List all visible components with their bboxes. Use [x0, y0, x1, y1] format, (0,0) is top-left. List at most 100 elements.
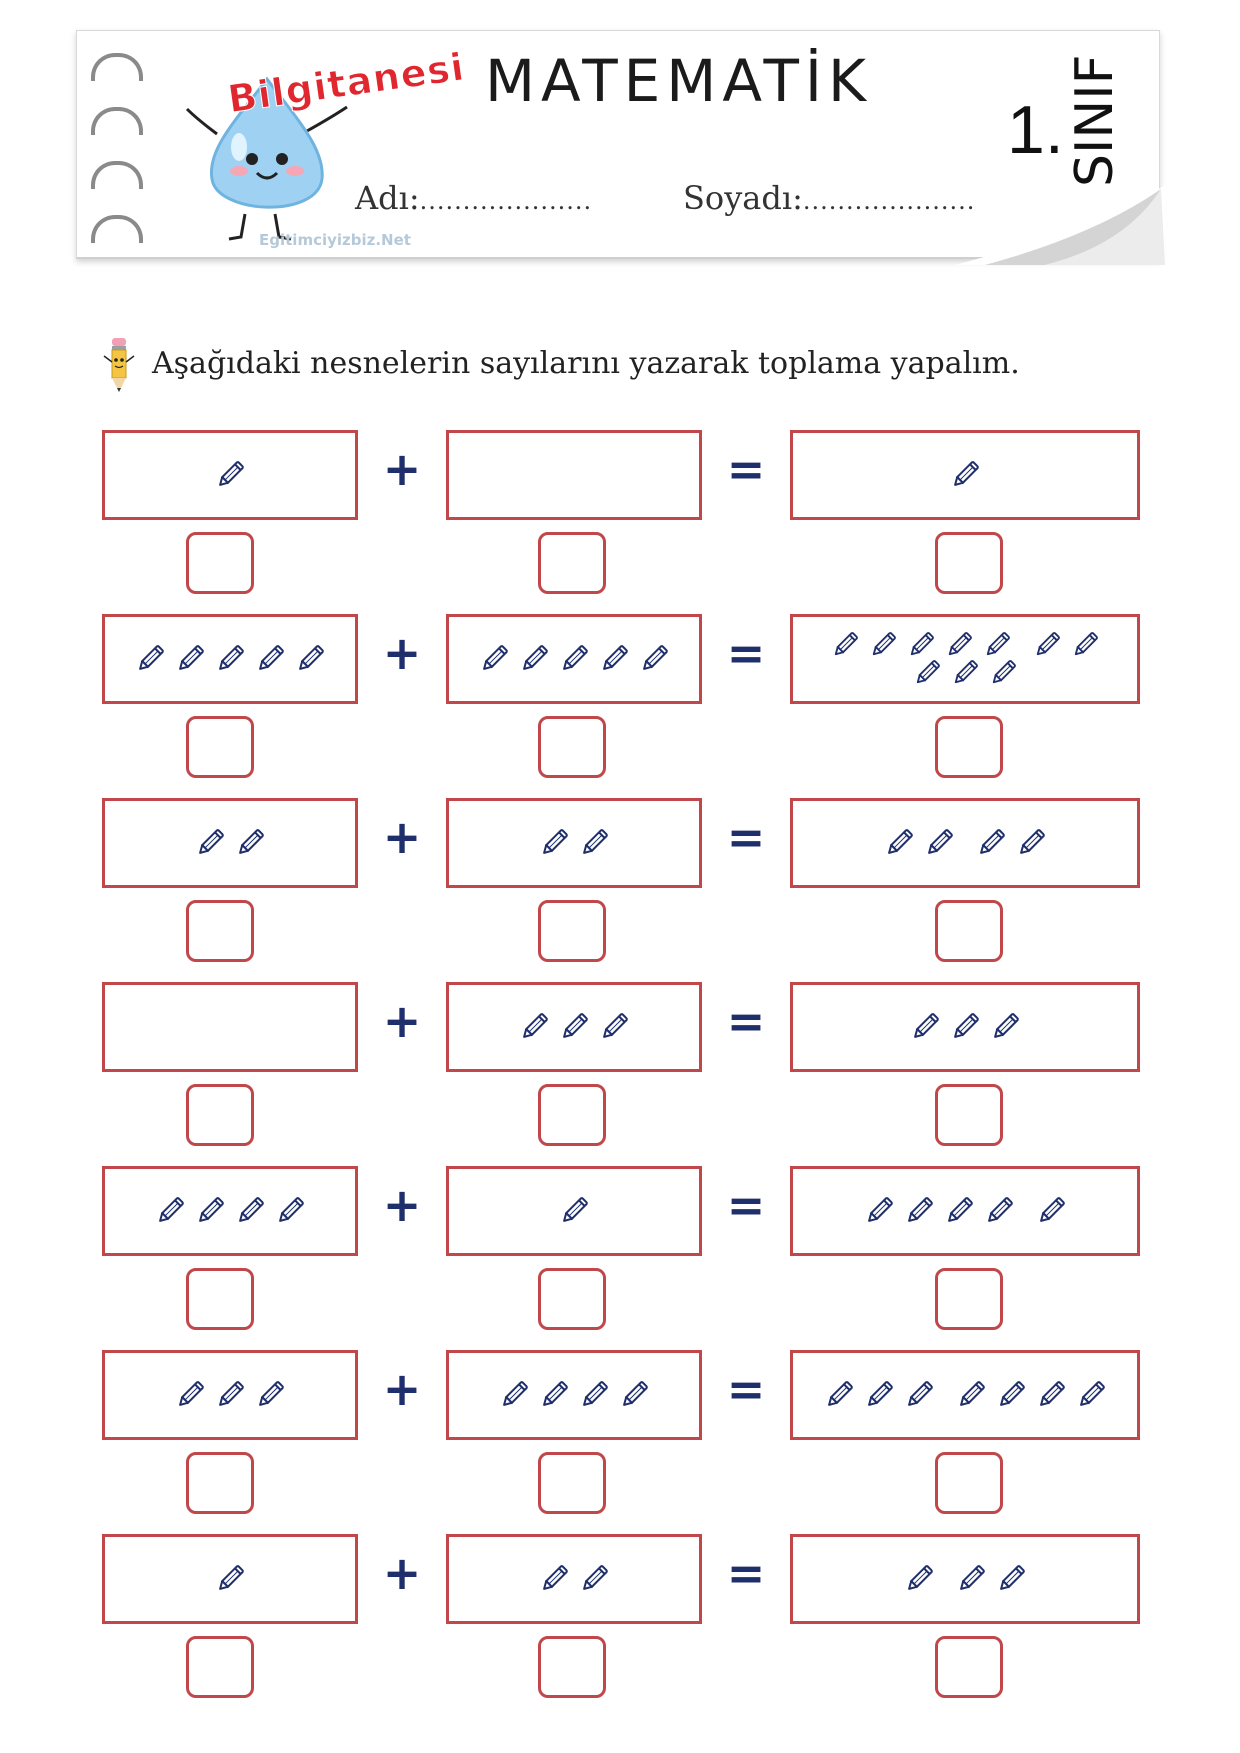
binder-ring-icon	[91, 107, 143, 135]
pencil-icon	[259, 645, 284, 670]
answer-box-addend-two[interactable]	[538, 716, 606, 778]
pencil-icon	[219, 1381, 244, 1406]
name-label: Adı:	[355, 179, 420, 217]
pencil-icon	[992, 660, 1016, 684]
pencil-icon	[603, 645, 628, 670]
answer-box-addend-one[interactable]	[186, 1452, 254, 1514]
pencil-icon	[159, 1197, 184, 1222]
pencil-icon	[219, 1565, 244, 1590]
plus-sign: +	[382, 810, 422, 864]
pencil-icon	[1020, 829, 1045, 854]
addend-one-box	[102, 1534, 358, 1624]
plus-sign: +	[382, 1362, 422, 1416]
answer-box-addend-two[interactable]	[538, 900, 606, 962]
binder-ring-icon	[91, 161, 143, 189]
answer-box-sum[interactable]	[935, 1452, 1003, 1514]
pencil-icon	[868, 1197, 893, 1222]
pencil-icon	[872, 632, 896, 656]
pencil-icon	[543, 1381, 568, 1406]
answer-box-addend-one[interactable]	[186, 532, 254, 594]
brand-website: Egitimciyizbiz.Net	[259, 231, 411, 249]
answer-box-addend-one[interactable]	[186, 900, 254, 962]
pencil-icon	[834, 632, 858, 656]
pencil-icon	[988, 1197, 1013, 1222]
pencil-icon	[563, 645, 588, 670]
sum-box	[790, 982, 1140, 1072]
sum-box	[790, 1166, 1140, 1256]
pencil-icon	[986, 632, 1010, 656]
answer-box-addend-one[interactable]	[186, 716, 254, 778]
answer-box-addend-one[interactable]	[186, 1636, 254, 1698]
pencil-icon	[179, 645, 204, 670]
surname-label: Soyadı:	[683, 179, 803, 217]
equals-sign: =	[726, 1362, 766, 1416]
equals-sign: =	[726, 1546, 766, 1600]
pencil-icon	[954, 461, 979, 486]
pencil-icon	[199, 829, 224, 854]
pencil-icon	[603, 1013, 628, 1038]
pencil-icon	[623, 1381, 648, 1406]
pencil-icon	[908, 1565, 933, 1590]
addend-one-box	[102, 1166, 358, 1256]
name-field[interactable]: Adı:....................	[355, 179, 592, 217]
pencil-icon	[543, 829, 568, 854]
answer-box-addend-one[interactable]	[186, 1084, 254, 1146]
pencil-icon	[1080, 1381, 1105, 1406]
pencil-icon	[563, 1013, 588, 1038]
pencil-icon	[954, 1013, 979, 1038]
pencil-icon	[1040, 1197, 1065, 1222]
exercise-row: +=	[0, 1350, 1240, 1520]
grade-label: SINIF	[1065, 54, 1125, 188]
pencil-icon	[583, 1565, 608, 1590]
exercise-row: +=	[0, 1166, 1240, 1336]
plus-sign: +	[382, 442, 422, 496]
answer-box-sum[interactable]	[935, 1636, 1003, 1698]
pencil-icon	[563, 1197, 588, 1222]
pencil-icon	[994, 1013, 1019, 1038]
answer-box-sum[interactable]	[935, 900, 1003, 962]
binder-rings	[91, 49, 143, 249]
name-blank[interactable]: ....................	[419, 187, 593, 215]
addend-two-box	[446, 982, 702, 1072]
pencil-icon	[1000, 1381, 1025, 1406]
sum-box	[790, 798, 1140, 888]
pencil-icon	[219, 645, 244, 670]
pencil-icon	[980, 829, 1005, 854]
answer-box-addend-two[interactable]	[538, 1268, 606, 1330]
plus-sign: +	[382, 1546, 422, 1600]
answer-box-sum[interactable]	[935, 1268, 1003, 1330]
pencil-icon	[139, 645, 164, 670]
pencil-icon	[199, 1197, 224, 1222]
answer-box-sum[interactable]	[935, 532, 1003, 594]
answer-box-addend-two[interactable]	[538, 1452, 606, 1514]
answer-box-sum[interactable]	[935, 716, 1003, 778]
plus-sign: +	[382, 994, 422, 1048]
answer-box-addend-two[interactable]	[538, 1084, 606, 1146]
pencil-icon	[914, 1013, 939, 1038]
answer-box-addend-one[interactable]	[186, 1268, 254, 1330]
addend-two-box	[446, 430, 702, 520]
pencil-icon	[1036, 632, 1060, 656]
pencil-icon	[960, 1381, 985, 1406]
pencil-icon	[1040, 1381, 1065, 1406]
surname-blank[interactable]: ....................	[802, 187, 976, 215]
answer-box-addend-two[interactable]	[538, 532, 606, 594]
surname-field[interactable]: Soyadı:....................	[683, 179, 975, 217]
pencil-icon	[908, 1197, 933, 1222]
pencil-icon	[279, 1197, 304, 1222]
pencil-icon	[299, 645, 324, 670]
pencil-icon	[483, 645, 508, 670]
pencil-icon	[916, 660, 940, 684]
pencil-icon	[179, 1381, 204, 1406]
exercise-row: +=	[0, 982, 1240, 1152]
answer-box-addend-two[interactable]	[538, 1636, 606, 1698]
instruction: Aşağıdaki nesnelerin sayılarını yazarak …	[100, 336, 1080, 396]
answer-box-sum[interactable]	[935, 1084, 1003, 1146]
pencil-icon	[910, 632, 934, 656]
grade-number: 1.	[1007, 92, 1064, 168]
addend-one-box	[102, 614, 358, 704]
exercise-row: +=	[0, 1534, 1240, 1704]
sum-box	[790, 614, 1140, 704]
pencil-icon	[948, 1197, 973, 1222]
equals-sign: =	[726, 1178, 766, 1232]
